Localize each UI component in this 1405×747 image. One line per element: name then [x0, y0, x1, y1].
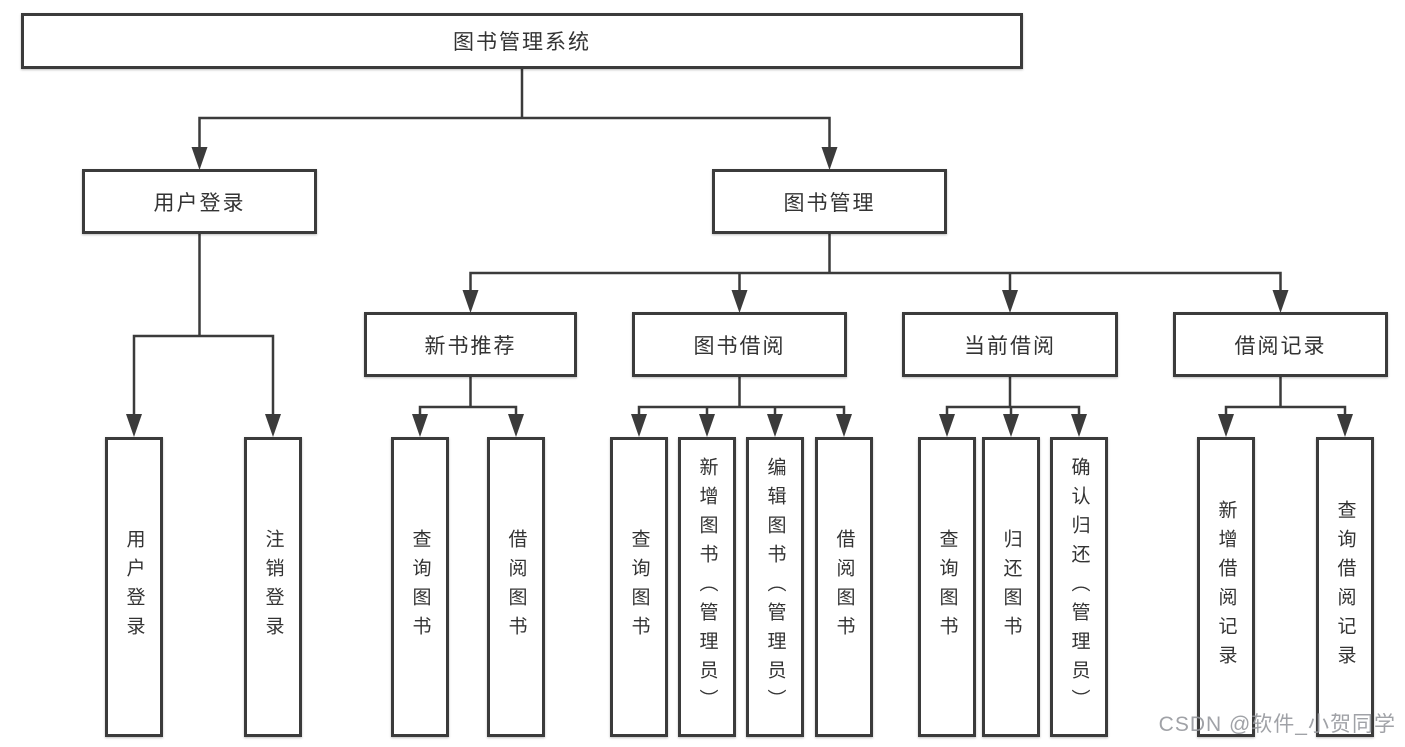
leaf-query-books-current: 查询图书 [918, 437, 976, 737]
node-label: 新书推荐 [424, 334, 517, 358]
arrow-down-icon [699, 414, 715, 437]
arrow-down-icon [412, 414, 428, 437]
leaf-edit-book-admin: 编辑图书（管理员） [746, 437, 804, 737]
leaf-confirm-return-admin: 确认归还（管理员） [1050, 437, 1108, 737]
node-label: 归还图书 [1000, 529, 1022, 645]
arrow-down-icon [836, 414, 852, 437]
node-label: 查询图书 [409, 529, 431, 645]
node-current-borrowing: 当前借阅 [902, 312, 1118, 377]
arrow-down-icon [191, 147, 208, 170]
arrow-down-icon [126, 414, 142, 437]
arrowheads [126, 147, 1353, 437]
node-label: 确认归还（管理员） [1068, 456, 1090, 718]
node-label: 新增借阅记录 [1215, 500, 1237, 674]
arrow-down-icon [265, 414, 281, 437]
node-label: 查询图书 [936, 529, 958, 645]
leaf-borrow-books: 借阅图书 [815, 437, 873, 737]
arrow-down-icon [939, 414, 955, 437]
node-label: 图书管理系统 [453, 31, 591, 54]
leaf-add-borrow-record: 新增借阅记录 [1197, 437, 1255, 737]
node-label: 用户登录 [153, 191, 246, 215]
leaf-borrow-books-recommend: 借阅图书 [487, 437, 545, 737]
arrow-down-icon [462, 290, 479, 313]
node-user-login: 用户登录 [82, 169, 317, 234]
node-label: 注销登录 [262, 529, 284, 645]
node-label: 当前借阅 [964, 334, 1056, 358]
arrow-down-icon [1002, 290, 1018, 313]
node-borrow-records: 借阅记录 [1173, 312, 1388, 377]
node-new-book-recommend: 新书推荐 [364, 312, 577, 377]
node-library-system: 图书管理系统 [21, 13, 1023, 69]
node-label: 借阅记录 [1234, 334, 1327, 358]
node-label: 查询借阅记录 [1334, 500, 1356, 674]
leaf-add-book-admin: 新增图书（管理员） [678, 437, 736, 737]
node-label: 图书管理 [783, 191, 876, 215]
leaf-return-books: 归还图书 [982, 437, 1040, 737]
arrow-down-icon [767, 414, 783, 437]
node-label: 查询图书 [628, 529, 650, 645]
arrow-down-icon [1071, 414, 1087, 437]
node-book-borrowing: 图书借阅 [632, 312, 847, 377]
node-label: 借阅图书 [505, 529, 527, 645]
leaf-query-books-recommend: 查询图书 [391, 437, 449, 737]
node-label: 图书借阅 [693, 334, 786, 358]
arrow-down-icon [1272, 290, 1289, 313]
tree-edges [132, 67, 1347, 418]
arrow-down-icon [731, 290, 748, 313]
arrow-down-icon [1003, 414, 1019, 437]
node-book-management: 图书管理 [712, 169, 947, 234]
leaf-query-borrow-record: 查询借阅记录 [1316, 437, 1374, 737]
arrow-down-icon [1337, 414, 1353, 437]
node-label: 编辑图书（管理员） [764, 456, 786, 718]
arrow-down-icon [1218, 414, 1234, 437]
node-label: 用户登录 [123, 529, 145, 645]
node-label: 借阅图书 [833, 529, 855, 645]
leaf-user-login: 用户登录 [105, 437, 163, 737]
arrow-down-icon [631, 414, 647, 437]
csdn-watermark: CSDN @软件_小贺同学 [1158, 713, 1396, 736]
arrow-down-icon [821, 147, 838, 170]
leaf-query-books-borrowing: 查询图书 [610, 437, 668, 737]
leaf-logout: 注销登录 [244, 437, 302, 737]
node-label: 新增图书（管理员） [696, 456, 718, 718]
arrow-down-icon [508, 414, 524, 437]
